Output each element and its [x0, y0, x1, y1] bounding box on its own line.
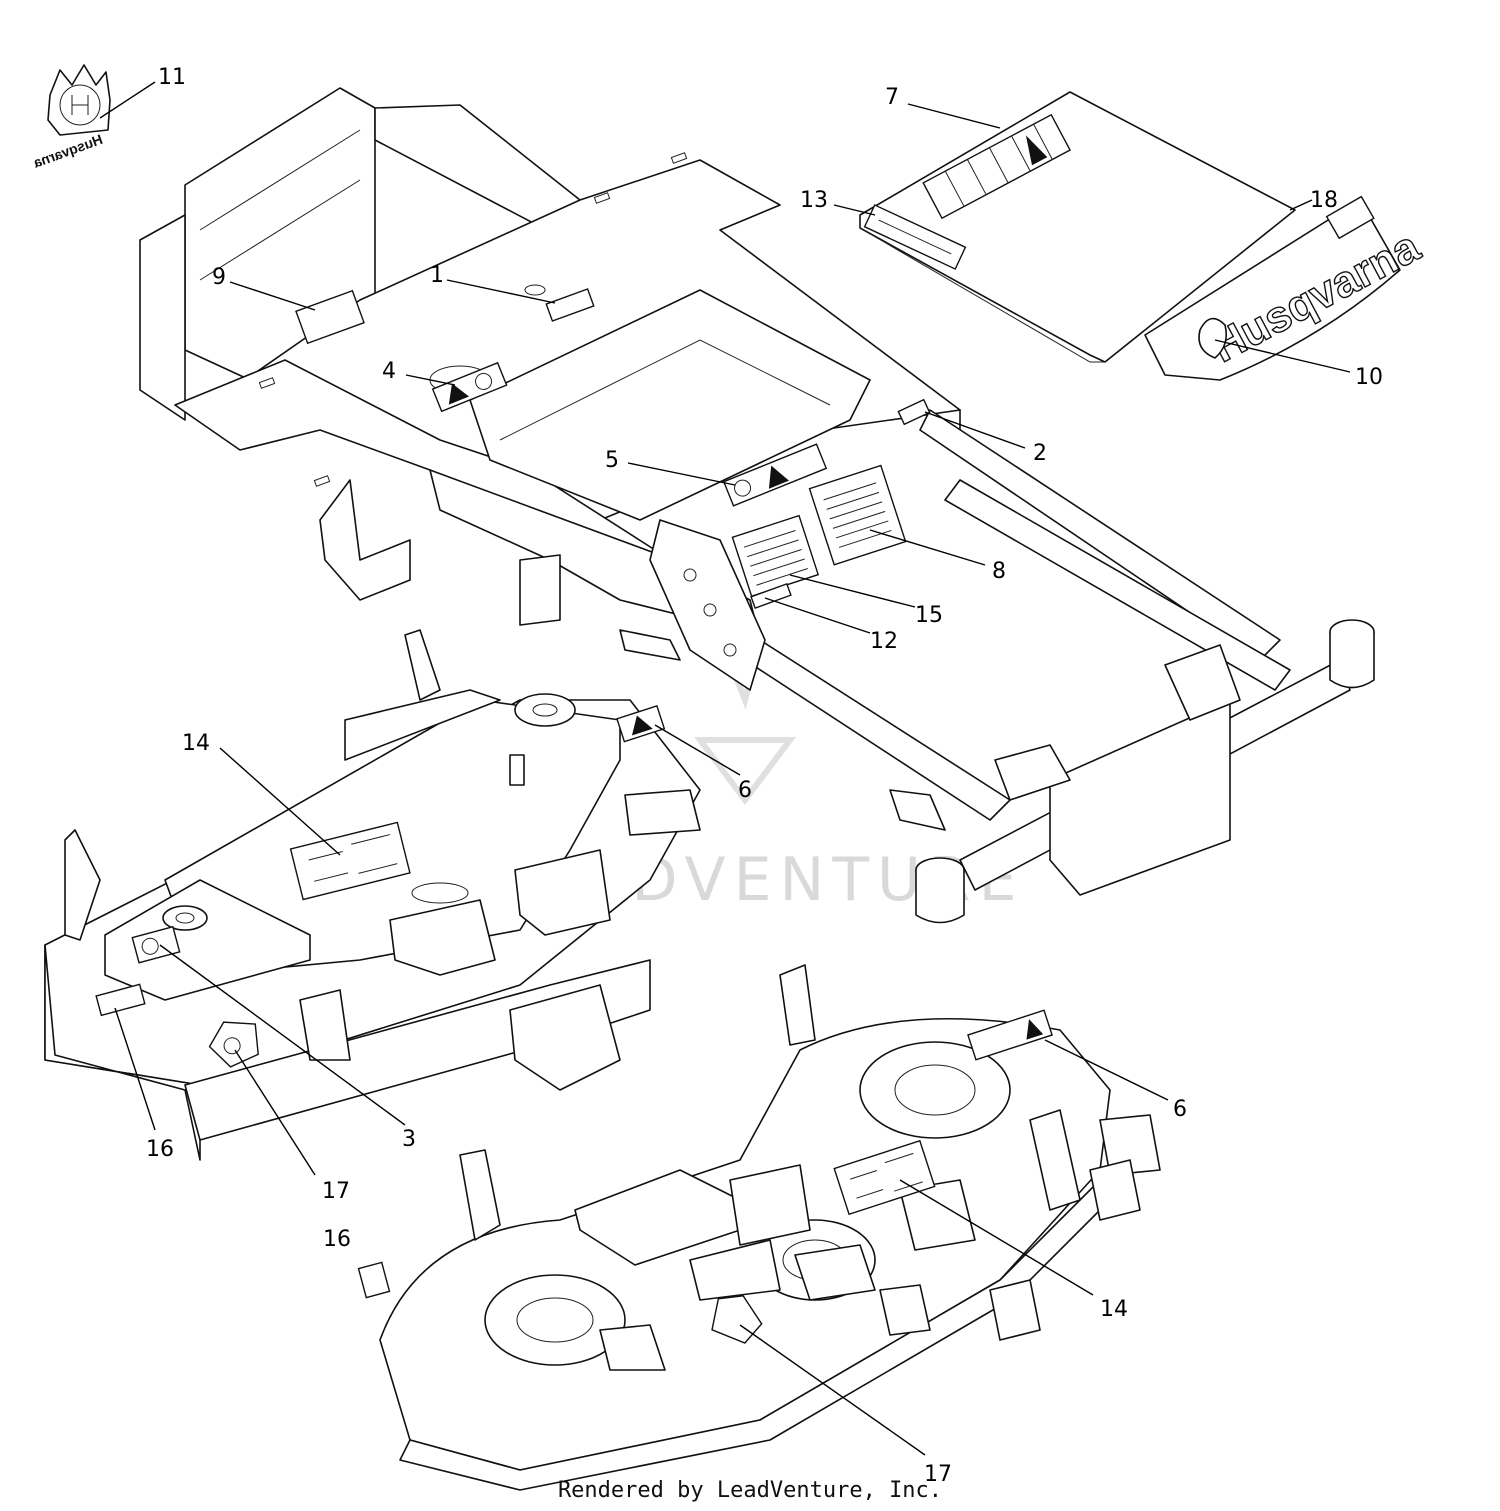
callout-6-lower: 6: [1173, 1097, 1187, 1122]
callout-12: 12: [870, 629, 898, 654]
callout-11: 11: [158, 65, 186, 90]
callout-5: 5: [605, 448, 619, 473]
callout-1: 1: [430, 263, 444, 288]
decal-6-lower: [967, 1009, 1053, 1061]
upper-deck-decals: [95, 704, 666, 1068]
decal-5: [722, 443, 828, 507]
main-frame: [139, 87, 1375, 924]
callout-7: 7: [885, 85, 899, 110]
callout-14-lower: 14: [1100, 1297, 1128, 1322]
decal-14-upper: [289, 821, 411, 901]
callout-17-upper: 17: [322, 1179, 350, 1204]
decal-14-lower: [833, 1139, 936, 1216]
lower-deck-decals: [357, 1009, 1053, 1344]
leader-lines: [99, 81, 1351, 1456]
callout-4: 4: [382, 359, 396, 384]
callout-numbers: 11 7 13 18 9 1 4 10 2 5 8 15 12 14 6 6 3…: [146, 65, 1383, 1487]
callout-14-upper: 14: [182, 731, 210, 756]
decal-17-upper: [208, 1021, 259, 1068]
callout-16-lower: 16: [323, 1227, 351, 1252]
small-logo: Husqvarna: [31, 64, 111, 171]
callout-17-lower: 17: [924, 1462, 952, 1487]
seat-decal-13: [863, 204, 967, 270]
decal-15: [731, 514, 820, 598]
callout-13: 13: [800, 188, 828, 213]
callout-8: 8: [992, 559, 1006, 584]
husqvarna-logo-icon: [1198, 317, 1228, 359]
callout-15: 15: [915, 603, 943, 628]
callout-10: 10: [1355, 365, 1383, 390]
seat-pan: [859, 91, 1296, 363]
lower-mower-deck: [379, 964, 1161, 1491]
callout-3: 3: [402, 1127, 416, 1152]
callout-9: 9: [212, 265, 226, 290]
husqvarna-crown-icon: [47, 64, 111, 136]
callout-18: 18: [1310, 188, 1338, 213]
upper-mower-deck: [44, 629, 701, 1161]
callout-2: 2: [1033, 441, 1047, 466]
decal-8: [808, 464, 907, 566]
decal-16-upper: [95, 983, 146, 1017]
callout-16-upper: 16: [146, 1137, 174, 1162]
decal-6-upper: [616, 704, 666, 743]
decal-4: [431, 361, 508, 413]
small-logo-text: Husqvarna: [31, 131, 105, 171]
decal-3: [131, 925, 181, 964]
footer-credit: Rendered by LeadVenture, Inc.: [557, 1478, 943, 1503]
decal-16-lower: [357, 1261, 391, 1299]
callout-6-upper: 6: [738, 778, 752, 803]
seat-decal-7: [922, 113, 1071, 220]
